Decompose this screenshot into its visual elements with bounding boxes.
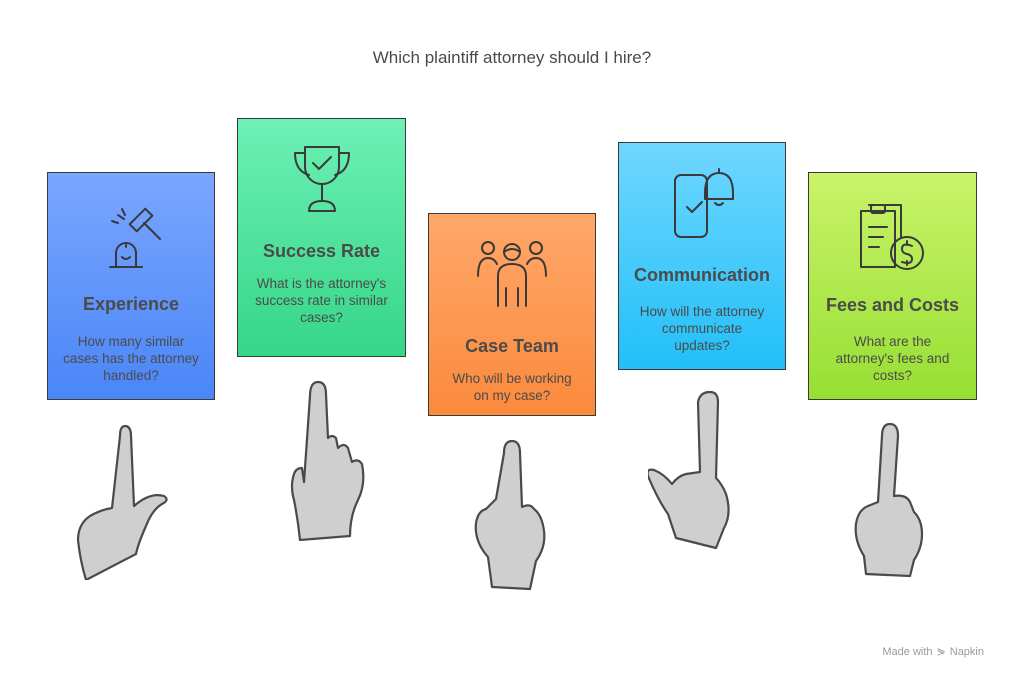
card-title: Success Rate [262,241,381,261]
card-description: How will the attorney communicate update… [639,304,765,353]
card-success-rate: Success Rate What is the attorney's succ… [237,118,406,357]
card-title: Case Team [465,336,559,356]
card-description: Who will be working on my case? [452,371,572,403]
gavel-icon [96,201,166,271]
card-description: What are the attorney's fees and costs? [835,334,950,383]
pointing-hand-icon [470,437,560,592]
footer-branding: Made with ⋟ Napkin [882,645,984,659]
pointing-hand-icon [278,376,378,541]
card-title: Fees and Costs [825,295,960,315]
made-with-label: Made with [882,645,933,658]
card-communication: Communication How will the attorney comm… [618,142,786,370]
pointing-hand-icon [70,420,180,580]
phone-bell-icon [667,167,737,243]
card-case-team: Case Team Who will be working on my case… [428,213,596,416]
card-experience: Experience How many similar cases has th… [47,172,215,400]
card-title: Communication [633,265,770,285]
card-title: Experience [82,294,180,314]
trophy-icon [287,141,357,217]
page-title: Which plaintiff attorney should I hire? [372,48,652,67]
clipboard-dollar-icon [853,197,933,273]
pointing-hand-icon [846,420,936,580]
pointing-hand-icon [648,388,758,553]
card-fees-and-costs: Fees and Costs What are the attorney's f… [808,172,977,400]
brand-label: Napkin [949,645,984,658]
napkin-logo-icon: ⋟ [936,646,946,658]
card-description: What is the attorney's success rate in s… [255,276,388,325]
team-icon [472,236,552,312]
card-description: How many similar cases has the attorney … [63,334,199,383]
